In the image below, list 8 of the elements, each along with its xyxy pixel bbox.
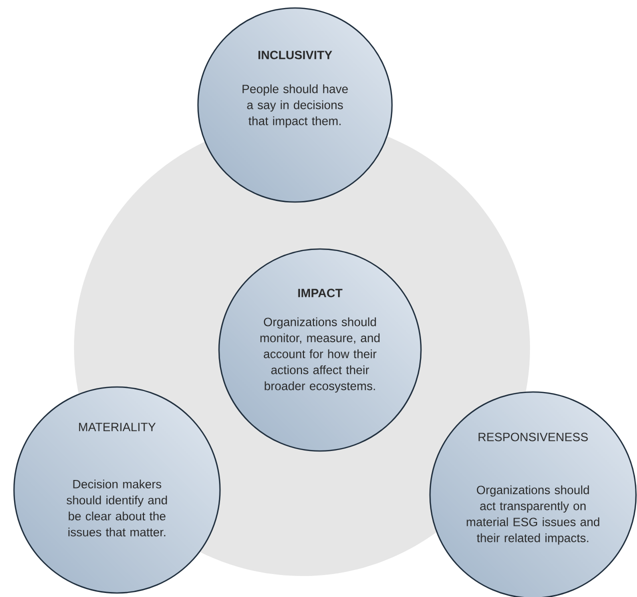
description: Organizations should monitor, measure, and account for how their actions affect their broader ecosystems. <box>260 317 380 393</box>
heading: INCLUSIVITY <box>258 50 332 60</box>
description: Organizations should act transparently on material ESG issues and their related impacts. <box>466 485 600 545</box>
heading: MATERIALITY <box>79 422 156 432</box>
heading: RESPONSIVENESS <box>478 432 588 442</box>
heading: IMPACT <box>298 288 342 298</box>
description: Decision makers should identify and be clear about the issues that matter. <box>66 480 167 536</box>
description: People should have a say in decisions that impact them. <box>242 84 348 128</box>
